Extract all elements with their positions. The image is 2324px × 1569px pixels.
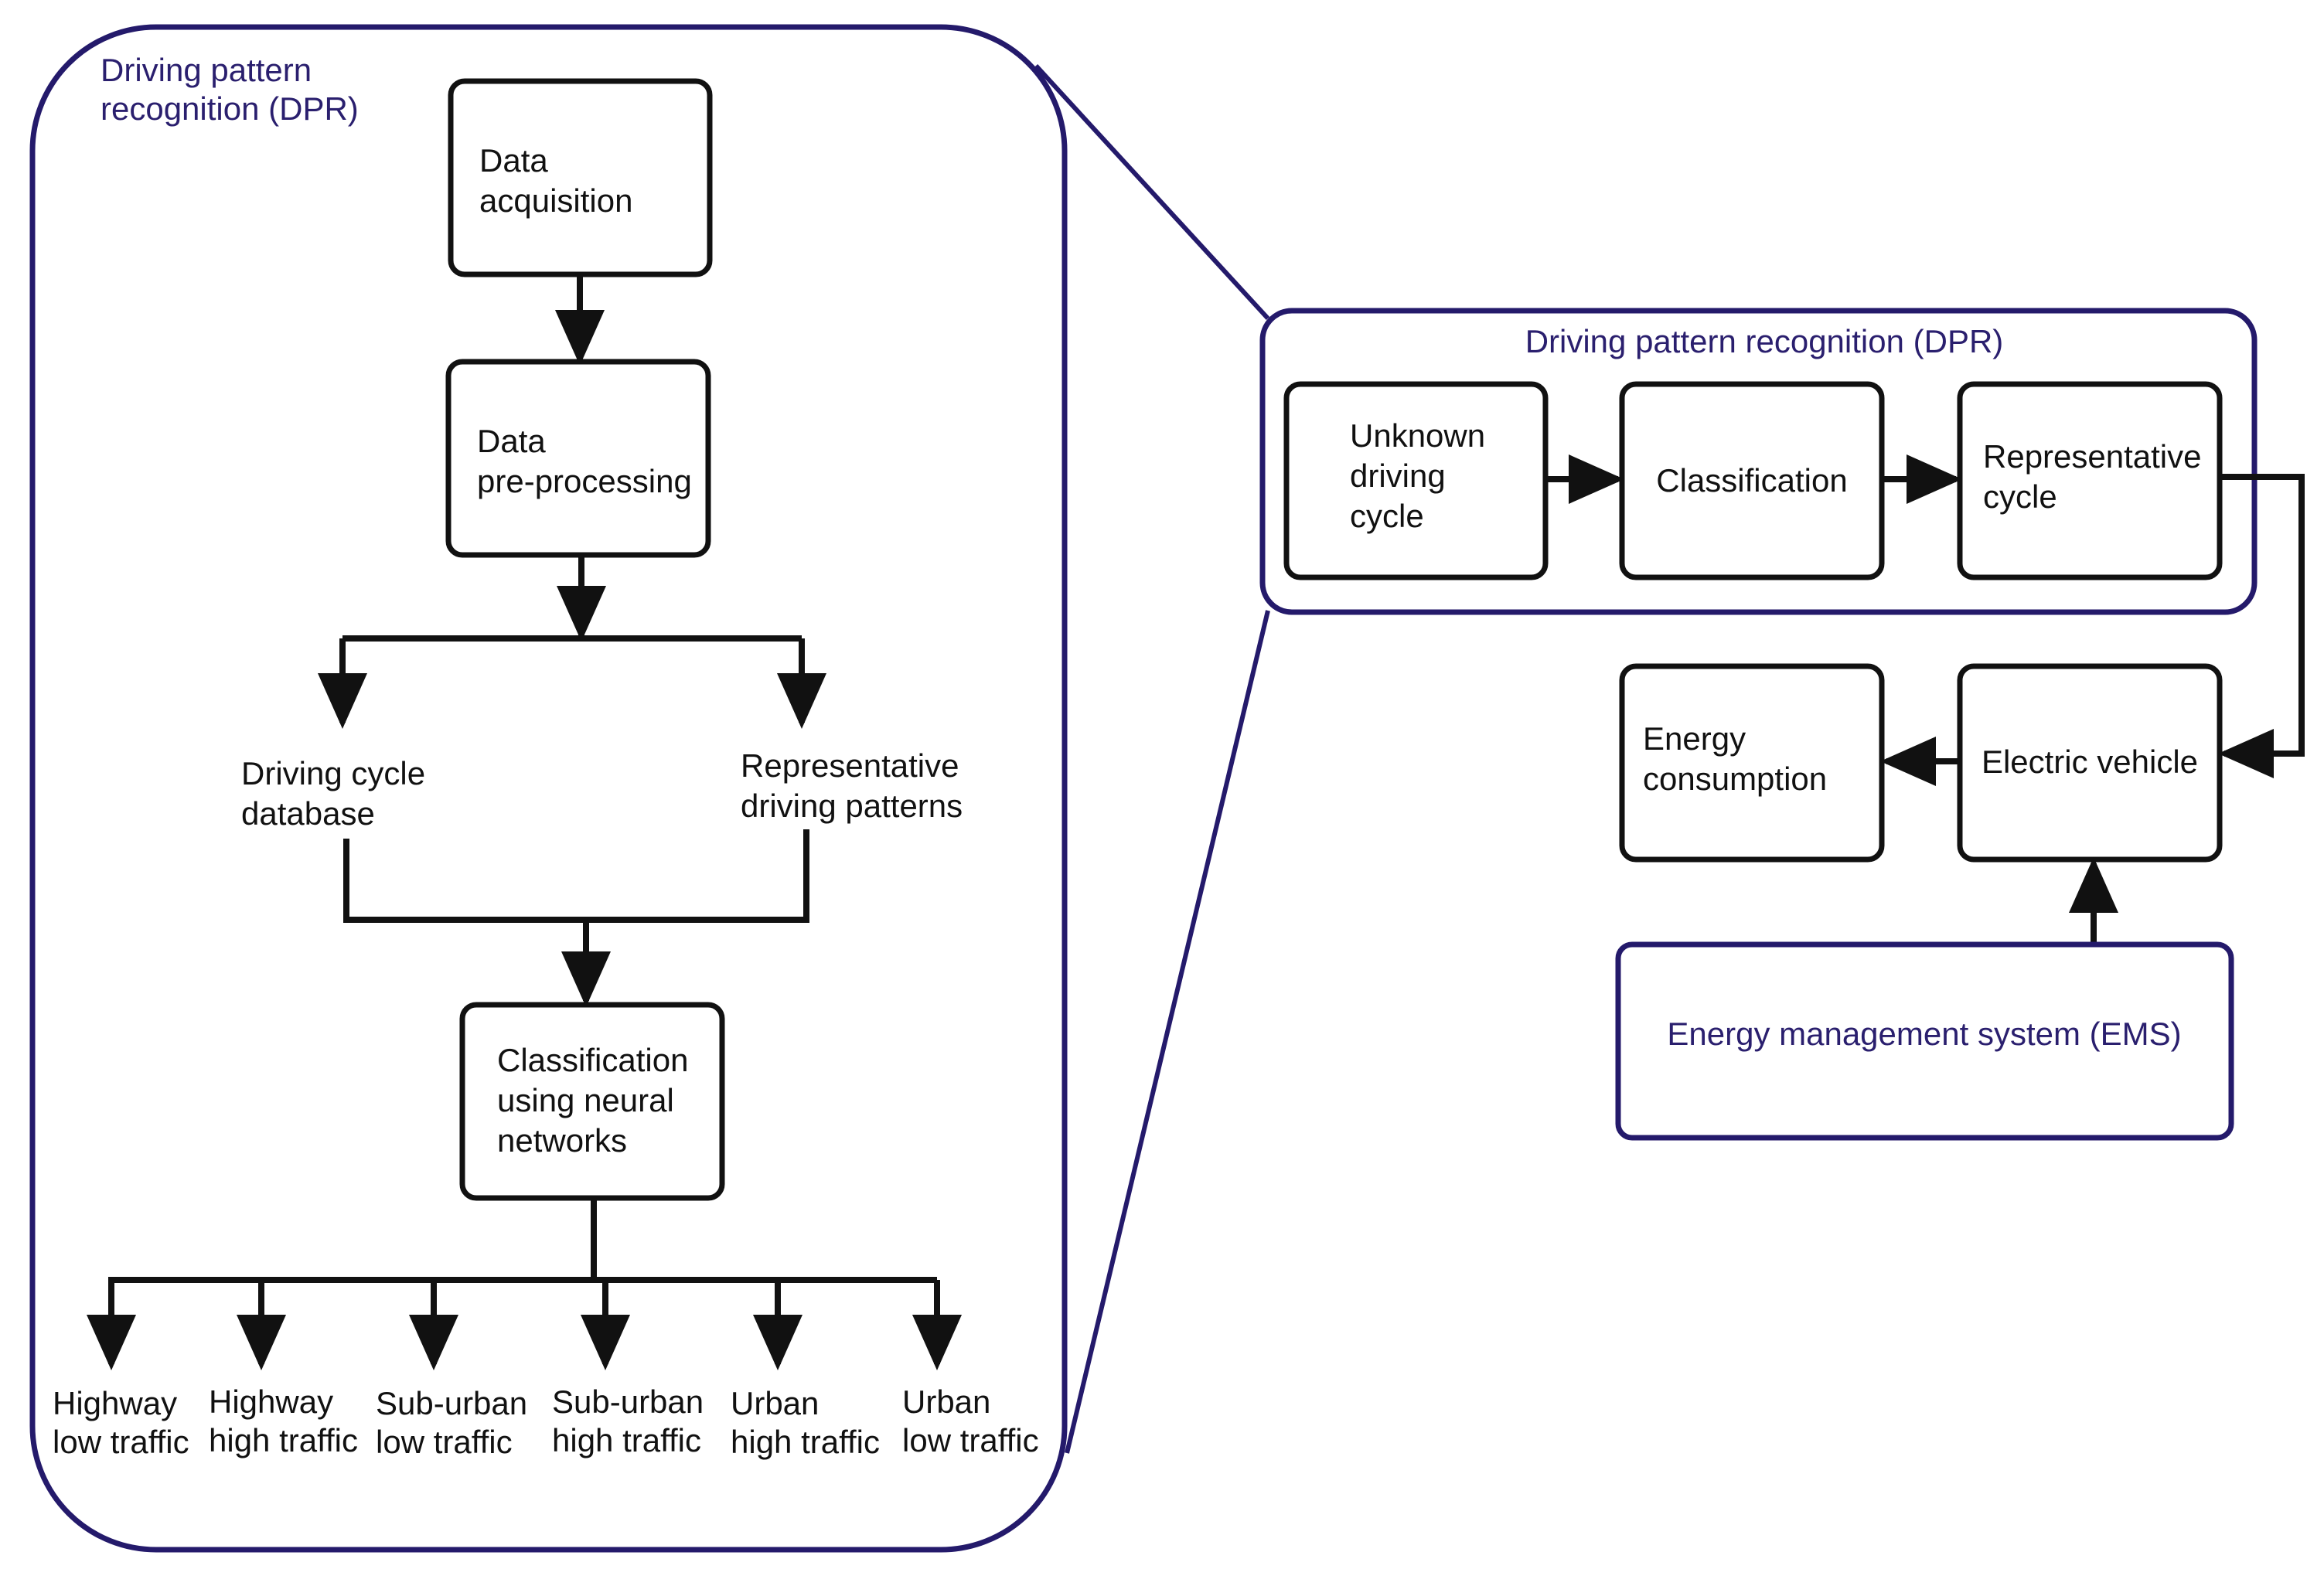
class-suburban-high-traffic: Sub-urban high traffic xyxy=(552,1384,713,1458)
svg-text:Data acquisition: Data acquisition xyxy=(479,142,632,219)
representative-driving-patterns-label: Representative driving patterns xyxy=(741,747,968,824)
energy-consumption-box: Energy consumption xyxy=(1619,663,1885,863)
svg-text:Energy consumption: Energy consumption xyxy=(1643,720,1827,797)
data-preprocessing-box: Data pre-processing xyxy=(445,359,711,558)
driving-cycle-database-label: Driving cycle database xyxy=(241,755,434,832)
representative-cycle-box: Representative cycle xyxy=(1957,381,2223,580)
electric-vehicle-box: Electric vehicle xyxy=(1957,663,2223,863)
class-arrows xyxy=(87,1280,962,1370)
classification-nn-box: Classification using neural networks xyxy=(459,1002,725,1201)
svg-text:Unknown driving cy: Unknown driving cycle xyxy=(1350,417,1494,534)
class-urban-low-traffic: Urban low traffic xyxy=(902,1384,1039,1458)
class-highway-low-traffic: Highway low traffic xyxy=(53,1385,189,1460)
class-highway-high-traffic: Highway high traffic xyxy=(209,1384,358,1458)
arrow-representative-to-ev xyxy=(2218,474,2305,778)
ems-box: Energy management system (EMS) xyxy=(1615,941,2234,1141)
classification-box: Classification xyxy=(1619,381,1885,580)
svg-text:Classification: Classification xyxy=(1656,462,1847,499)
merge-connector xyxy=(343,829,809,923)
class-urban-high-traffic: Urban high traffic xyxy=(731,1385,880,1460)
dpr-detail-frame xyxy=(29,24,1068,1553)
dpr-detail-title: Driving pattern recognition (DPR) xyxy=(101,52,359,127)
data-acquisition-box: Data acquisition xyxy=(448,78,713,277)
unknown-driving-cycle-box: Unknown driving cycle xyxy=(1283,381,1549,580)
zoom-line-bottom xyxy=(1065,610,1270,1454)
dpr-summary-frame xyxy=(1259,308,2258,615)
svg-text:Data pre-processing: Data pre-processing xyxy=(477,423,692,499)
svg-text:Electric vehicle: Electric vehicle xyxy=(1982,744,2198,780)
svg-text:Representative cycle: Representative cycle xyxy=(1983,438,2210,515)
class-suburban-low-traffic: Sub-urban low traffic xyxy=(376,1385,537,1460)
svg-text:Classification using neu: Classification using neural networks xyxy=(497,1042,697,1159)
dpr-summary-title: Driving pattern recognition (DPR) xyxy=(1525,323,2004,359)
zoom-line-top xyxy=(1034,63,1270,321)
svg-text:Energy management system (EMS): Energy management system (EMS) xyxy=(1667,1016,2181,1052)
